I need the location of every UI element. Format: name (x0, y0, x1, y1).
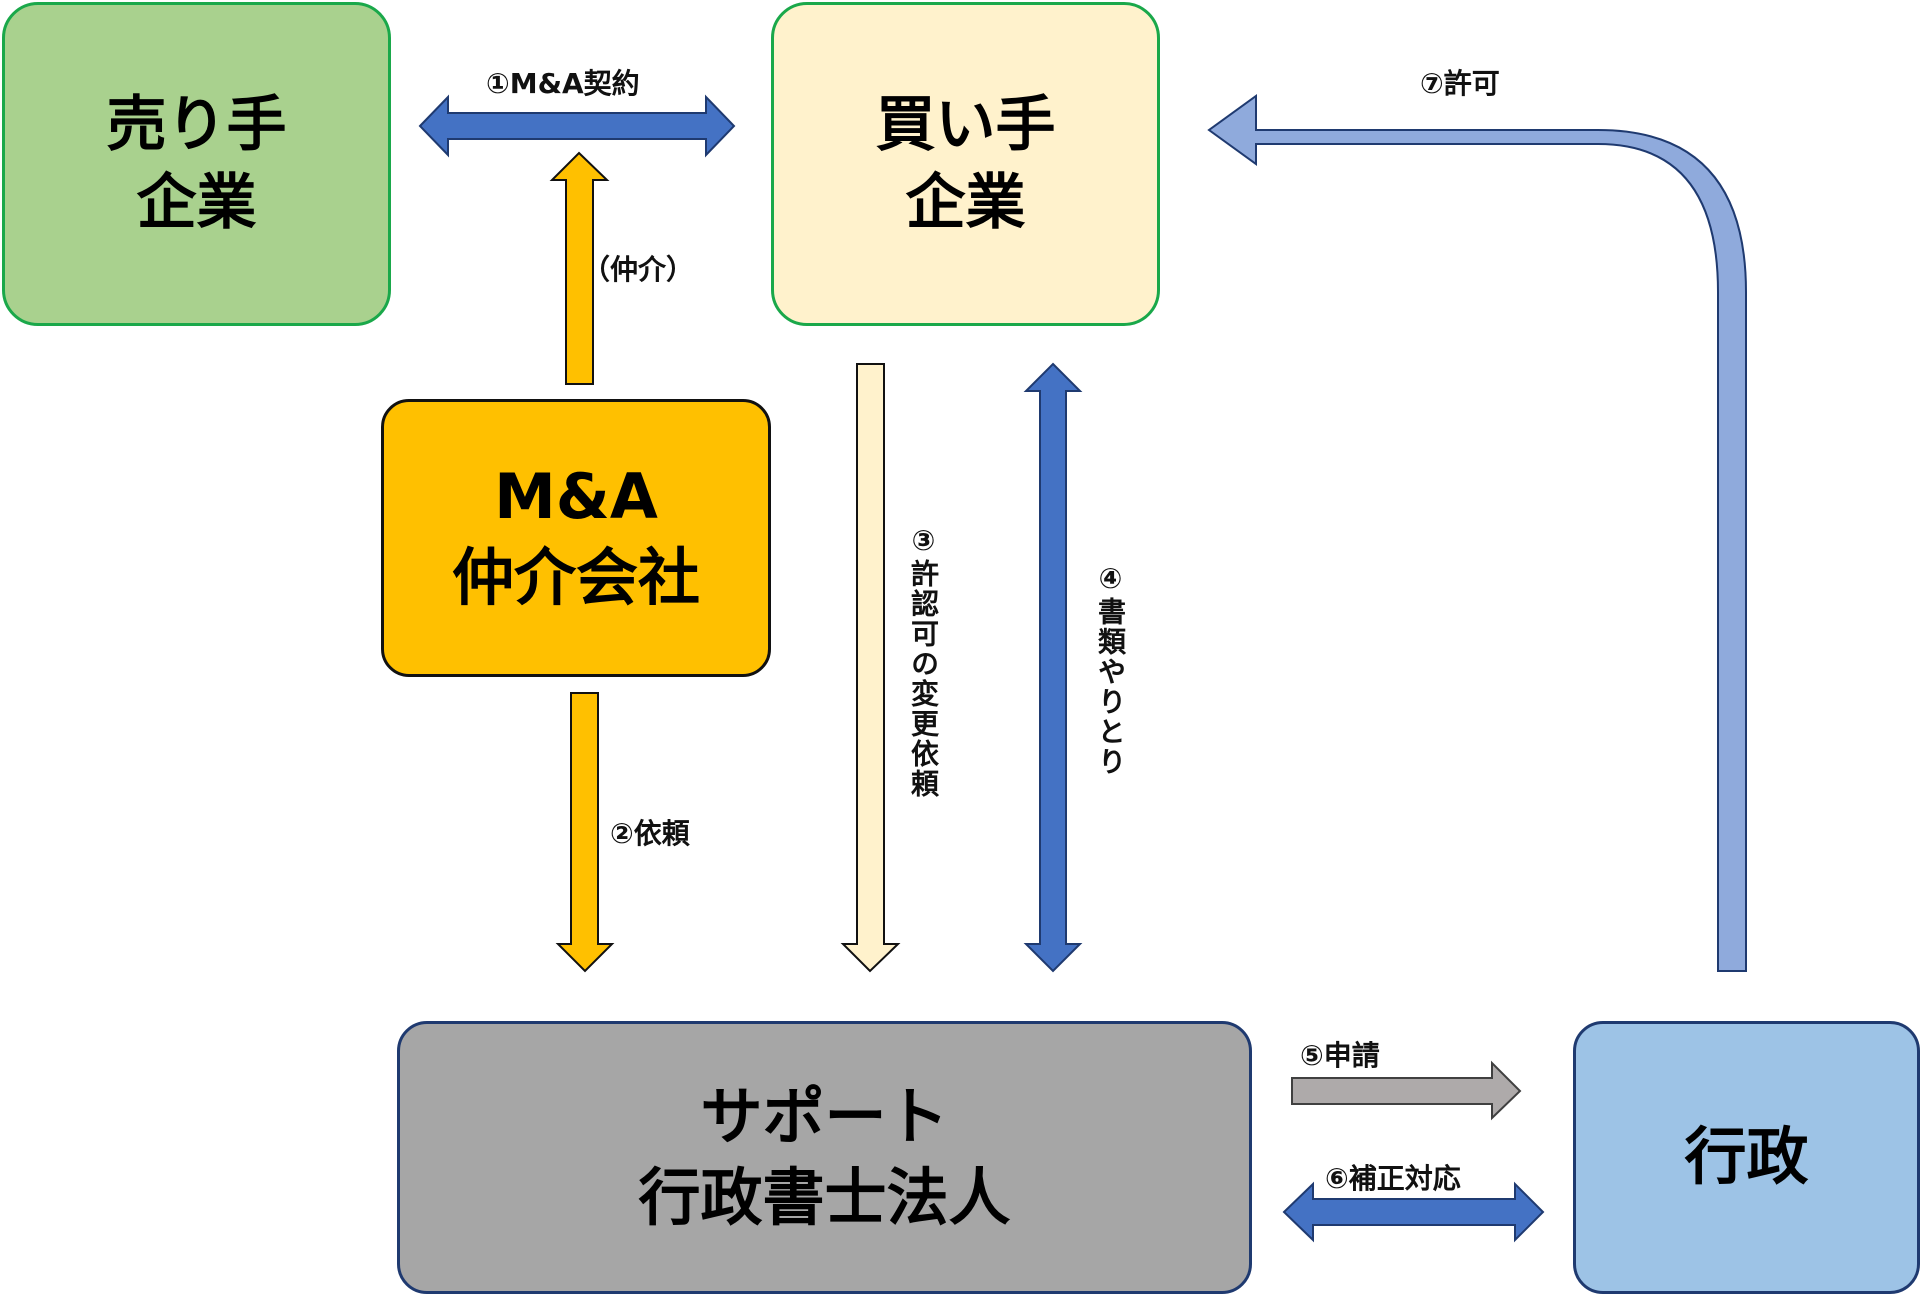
node-buyer: 買い手 企業 (771, 2, 1160, 326)
node-broker: M&A 仲介会社 (381, 399, 771, 677)
arrow-e7-permission (1207, 94, 1747, 972)
label-e5: ⑤申請 (1300, 1039, 1380, 1072)
node-support: サポート 行政書士法人 (397, 1021, 1252, 1294)
node-buyer-label: 買い手 企業 (875, 90, 1056, 238)
node-seller-label: 売り手 企業 (106, 90, 287, 238)
arrow-e1-ma-contract (418, 94, 736, 158)
label-e7: ⑦許可 (1420, 67, 1500, 100)
arrow-e4-documents (1023, 362, 1083, 973)
node-support-label: サポート 行政書士法人 (638, 1079, 1011, 1234)
node-government-label: 行政 (1684, 1120, 1809, 1194)
arrow-e6-correction (1282, 1181, 1545, 1243)
node-seller: 売り手 企業 (2, 2, 391, 326)
label-mediation: （仲介） (582, 253, 695, 286)
label-e4: ④書類やりとり (1094, 562, 1127, 777)
label-e1: ①M&A契約 (486, 67, 640, 100)
label-e6: ⑥補正対応 (1325, 1162, 1461, 1195)
label-e3: ③許認可の変更依頼 (907, 524, 940, 799)
arrow-e5-application (1291, 1060, 1522, 1121)
arrow-mediation (549, 151, 610, 385)
label-e2: ②依頼 (610, 817, 690, 850)
node-government: 行政 (1573, 1021, 1920, 1294)
node-broker-label: M&A 仲介会社 (451, 460, 700, 614)
arrow-e3-license-change (840, 363, 901, 973)
arrow-e2-request (555, 692, 615, 973)
